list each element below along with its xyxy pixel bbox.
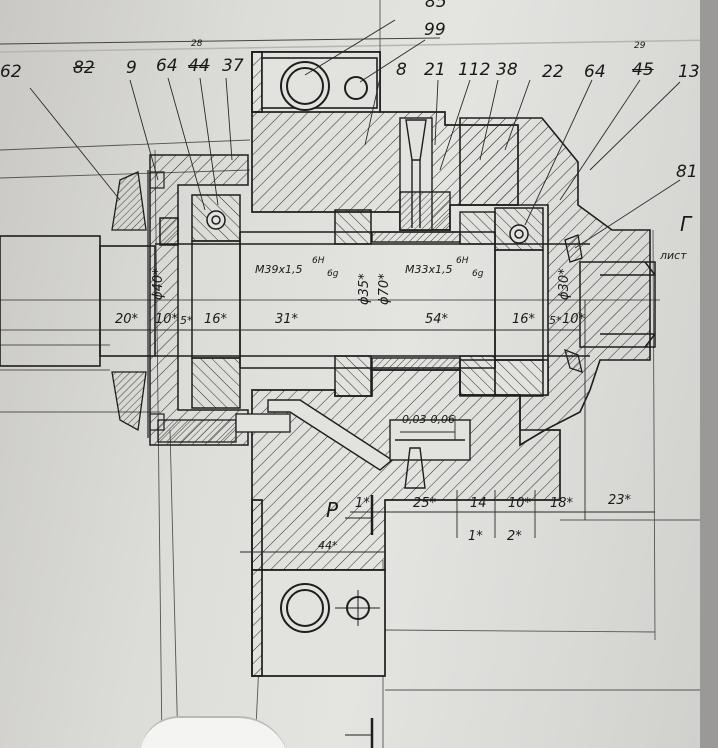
callout-45: 45 [632,60,654,80]
pulley [111,171,147,432]
callout-99: 99 [424,20,446,40]
dim-1-upper: 1* [355,496,370,511]
dim-23: 23* [608,493,632,508]
drive-shaft [0,235,156,367]
dimension-lines [100,300,655,553]
thread-right-tol-bot: 6g [472,269,484,279]
callout-37: 37 [222,56,244,76]
callout-21: 21 [424,60,446,80]
diameter-35: ϕ35* [357,273,372,305]
dim-16-right: 16* [512,312,536,327]
dim-5-left: 5* [180,314,193,327]
callout-13: 13 [678,62,700,82]
dim-14: 14 [470,496,487,511]
dim-18: 18* [550,496,574,511]
output-shaft [579,261,656,348]
dim-20: 20* [115,312,139,327]
dim-44: 44* [318,539,338,552]
right-bearing [494,207,544,397]
dim-16-left: 16* [204,312,228,327]
callout-44: 44 [188,56,210,76]
tolerance-gap: 0,03-0,06 [402,413,455,426]
oil-feed-bottom [389,419,471,489]
thread-right-tol-top: 6H [456,256,469,266]
dim-54: 54* [425,312,449,327]
cover-bolt [157,413,291,443]
thread-left-tol-bot: 6g [327,269,339,279]
callout-64-left: 64 [156,56,178,76]
diameter-70: ϕ70* [377,273,392,305]
callout-29-revision: 29 [634,41,646,51]
mount-hole-bottom [280,583,380,633]
thread-left: M39x1,5 [255,263,303,276]
callout-62: 62 [0,62,22,82]
dim-25: 25* [413,496,437,511]
dim-10-lower: 10* [508,496,532,511]
callout-82: 82 [73,58,95,78]
leader-lines [29,19,681,249]
diameter-40: ϕ40* [151,268,166,300]
callout-38: 38 [496,60,518,80]
dim-1-lower: 1* [468,529,483,544]
thread-left-tol-top: 6H [312,256,325,266]
left-bearing [191,194,241,409]
thread-right: M33x1,5 [405,263,453,276]
dim-10-left: 10* [155,312,179,327]
section-letter-g: Г [680,212,692,236]
callout-8: 8 [396,60,407,80]
dim-10-right: 10* [562,312,586,327]
mount-hole-top [280,61,368,111]
dim-5-right: 5* [549,314,562,327]
oil-feed-top [399,117,451,231]
oil-duct [267,399,394,471]
paper-fold [0,39,718,53]
callout-64-right: 64 [584,62,606,82]
frame-line-top [0,37,441,45]
left-cover [149,154,249,446]
callout-112: 112 [458,60,491,80]
callout-85: 85 [425,0,447,12]
callout-81: 81 [676,162,698,182]
callout-9: 9 [126,58,137,78]
section-letter-p: P [326,498,339,522]
paper-edge-shadow [700,0,718,748]
dim-2: 2* [507,529,522,544]
diameter-30: ϕ30* [557,268,572,300]
dim-31: 31* [275,312,299,327]
sheet-label: лист [660,249,687,262]
callout-28-revision: 28 [191,39,203,49]
callout-22: 22 [542,62,564,82]
section-mark-p [345,495,374,748]
